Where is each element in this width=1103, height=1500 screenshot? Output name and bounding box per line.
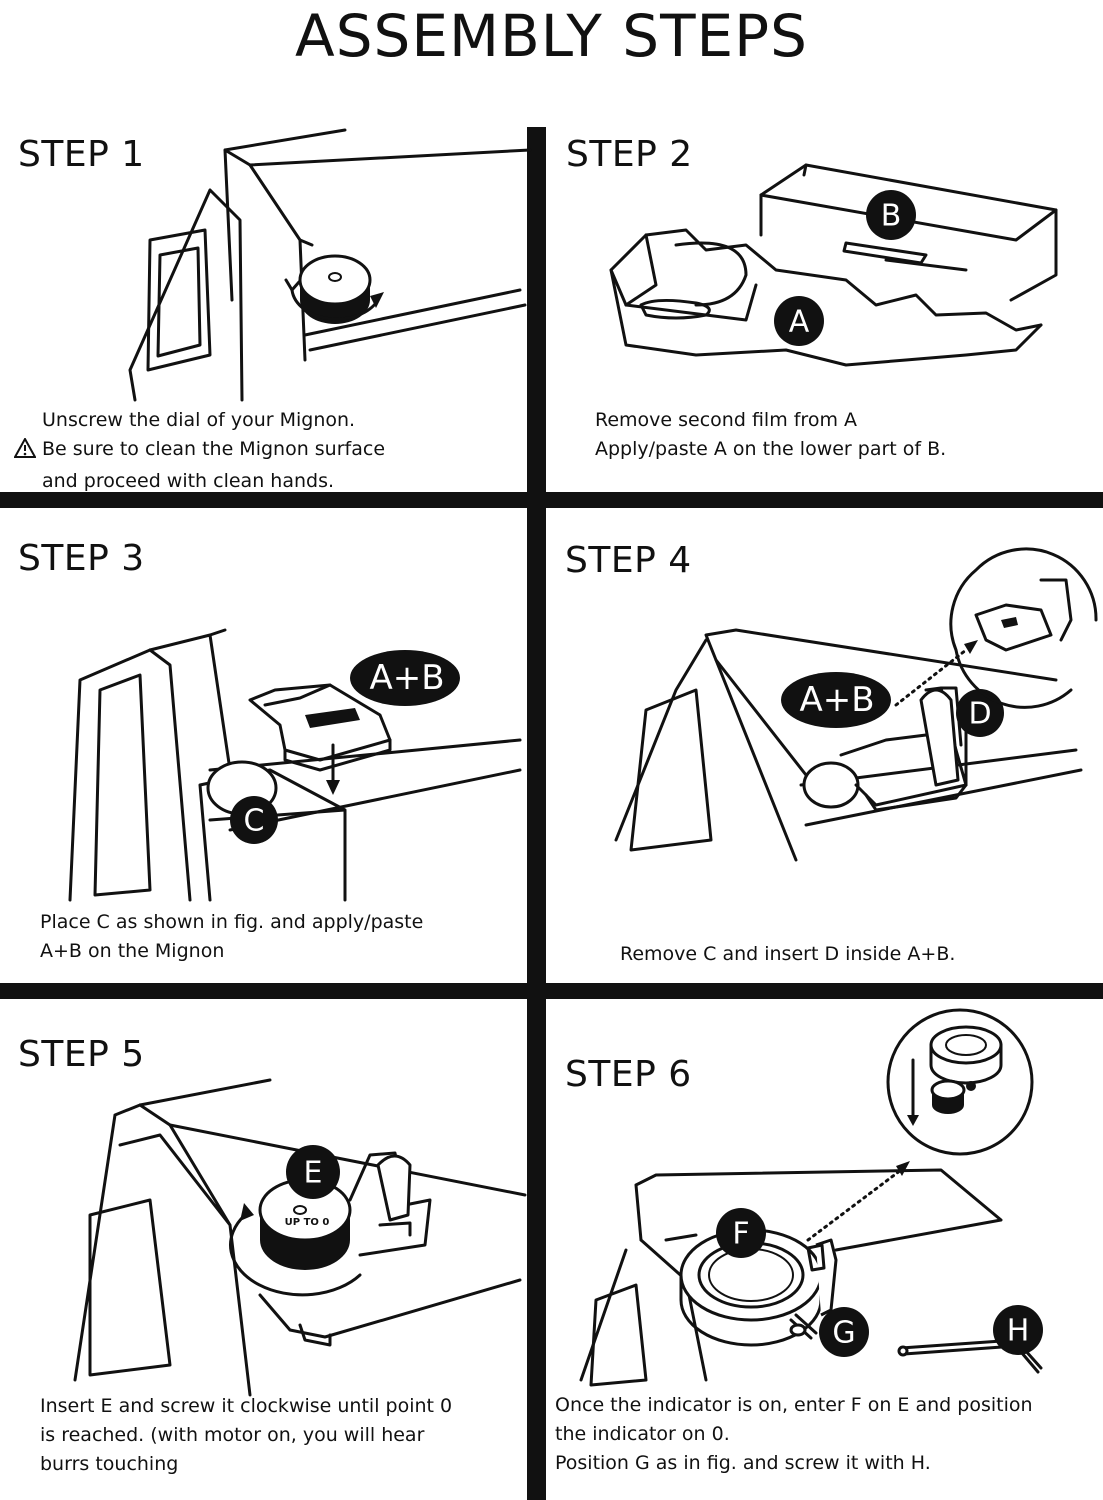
step-6-callout-g: G xyxy=(832,1316,855,1351)
step-4-callout-d: D xyxy=(968,697,991,732)
step-6-callout-f: F xyxy=(732,1217,749,1252)
step-2-line-1: Remove second film from A xyxy=(595,409,857,431)
step-5-caption: Insert E and screw it clockwise until po… xyxy=(40,1392,452,1479)
warning-triangle-icon xyxy=(13,436,37,467)
step-4-caption: Remove C and insert D inside A+B. xyxy=(620,940,955,969)
page-title: ASSEMBLY STEPS xyxy=(295,2,808,70)
step-3-line-1: Place C as shown in fig. and apply/paste xyxy=(40,911,424,933)
step-6-label: STEP 6 xyxy=(565,1054,692,1095)
step-4-callout-ab: A+B xyxy=(799,680,874,720)
horizontal-divider-bottom xyxy=(0,983,1103,999)
step-3-callout-ab: A+B xyxy=(369,658,444,698)
step-2-caption: Remove second film from A Apply/paste A … xyxy=(595,406,946,464)
step-1-line-1: Unscrew the dial of your Mignon. xyxy=(42,409,356,431)
step-3-callout-c: C xyxy=(244,804,265,839)
step-6-line-2: the indicator on 0. xyxy=(555,1423,730,1445)
step-3-caption: Place C as shown in fig. and apply/paste… xyxy=(40,908,423,966)
step-2-callout-a: A xyxy=(789,305,810,340)
step-4-label: STEP 4 xyxy=(565,540,692,581)
step-2-illustration: B A xyxy=(609,163,1058,367)
step-5-line-1: Insert E and screw it clockwise until po… xyxy=(40,1395,453,1417)
step-2-callout-b: B xyxy=(881,199,902,234)
step-2-label: STEP 2 xyxy=(566,134,693,175)
step-5-callout-e: E xyxy=(304,1156,323,1191)
step-5-illustration: UP TO 0 E xyxy=(73,1078,527,1397)
horizontal-divider-top xyxy=(0,492,1103,508)
step-1-line-3: and proceed with clean hands. xyxy=(42,470,335,492)
step-6-illustration: F G H xyxy=(579,1008,1043,1387)
step-3-line-2: A+B on the Mignon xyxy=(40,940,225,962)
step-4-line-1: Remove C and insert D inside A+B. xyxy=(620,943,956,965)
vertical-divider xyxy=(527,127,546,1500)
step-6-line-1: Once the indicator is on, enter F on E a… xyxy=(555,1394,1033,1416)
step-3-illustration: C A+B xyxy=(68,628,522,902)
step-1-line-2: Be sure to clean the Mignon surface xyxy=(42,438,386,460)
step-6-line-3: Position G as in fig. and screw it with … xyxy=(555,1452,931,1474)
step-5-dial-text: UP TO 0 xyxy=(285,1217,330,1228)
step-5-line-2: is reached. (with motor on, you will hea… xyxy=(40,1424,425,1446)
step-5-line-3: burrs touching xyxy=(40,1453,179,1475)
step-1-label: STEP 1 xyxy=(18,134,145,175)
step-6-caption: Once the indicator is on, enter F on E a… xyxy=(555,1391,1033,1478)
step-4-illustration: A+B D xyxy=(614,547,1098,862)
step-5-label: STEP 5 xyxy=(18,1034,145,1075)
step-3-label: STEP 3 xyxy=(18,538,145,579)
step-1-illustration xyxy=(128,128,532,402)
step-1-caption: Unscrew the dial of your Mignon. Be sure… xyxy=(13,406,386,496)
step-6-callout-h: H xyxy=(1007,1314,1030,1349)
step-2-line-2: Apply/paste A on the lower part of B. xyxy=(595,438,947,460)
